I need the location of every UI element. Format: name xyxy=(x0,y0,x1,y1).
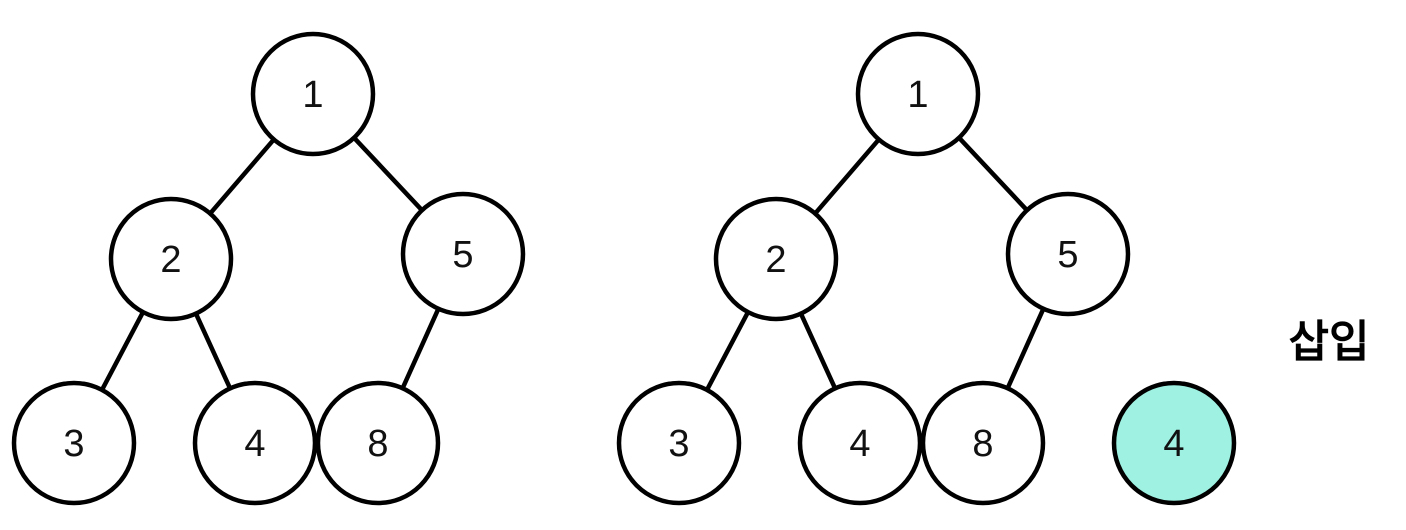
node-label: 8 xyxy=(367,423,388,465)
edges-layer xyxy=(98,134,1047,394)
tree-node[interactable]: 8 xyxy=(920,380,1046,506)
tree-node[interactable]: 2 xyxy=(108,196,234,322)
insertion-caption: 삽입 xyxy=(1289,317,1370,368)
node-circle[interactable] xyxy=(616,380,742,506)
tree-after-nodes: 1 2 5 3 4 8 4 xyxy=(616,31,1237,506)
tree-node[interactable]: 3 xyxy=(616,380,742,506)
tree-node[interactable]: 8 xyxy=(315,380,441,506)
tree-node[interactable]: 2 xyxy=(713,196,839,322)
tree-edge xyxy=(192,309,234,393)
node-label: 4 xyxy=(1163,423,1184,465)
node-label: 5 xyxy=(452,234,473,276)
node-circle[interactable] xyxy=(797,380,923,506)
node-circle[interactable] xyxy=(400,191,526,317)
tree-node[interactable]: 5 xyxy=(400,191,526,317)
node-circle[interactable] xyxy=(855,31,981,157)
node-circle[interactable] xyxy=(250,31,376,157)
node-label: 3 xyxy=(63,423,84,465)
node-label: 5 xyxy=(1057,234,1078,276)
tree-edge xyxy=(98,308,147,394)
node-label: 8 xyxy=(972,423,993,465)
node-circle-highlighted[interactable] xyxy=(1111,380,1237,506)
tree-edge xyxy=(797,309,839,393)
node-label: 2 xyxy=(160,239,181,281)
tree-node[interactable]: 1 xyxy=(250,31,376,157)
node-circle[interactable] xyxy=(108,196,234,322)
tree-after-edges xyxy=(703,134,1047,394)
tree-node[interactable]: 3 xyxy=(11,380,137,506)
tree-node[interactable]: 4 xyxy=(797,380,923,506)
tree-edge xyxy=(955,134,1031,214)
tree-edge xyxy=(350,134,426,214)
node-circle[interactable] xyxy=(920,380,1046,506)
tree-node[interactable]: 1 xyxy=(855,31,981,157)
node-label: 2 xyxy=(765,239,786,281)
tree-edge xyxy=(811,135,883,218)
node-label: 1 xyxy=(302,74,323,116)
tree-edge xyxy=(1004,304,1047,393)
caption-layer: 삽입 xyxy=(1289,317,1370,368)
node-label: 3 xyxy=(668,423,689,465)
node-circle[interactable] xyxy=(192,380,318,506)
node-circle[interactable] xyxy=(1005,191,1131,317)
node-circle[interactable] xyxy=(713,196,839,322)
node-circle[interactable] xyxy=(315,380,441,506)
node-circle[interactable] xyxy=(11,380,137,506)
node-label: 1 xyxy=(907,74,928,116)
tree-node[interactable]: 4 xyxy=(1111,380,1237,506)
tree-before-edges xyxy=(98,134,442,394)
tree-edge xyxy=(703,308,752,394)
tree-edge xyxy=(399,304,442,393)
tree-edge xyxy=(206,135,278,218)
node-label: 4 xyxy=(849,423,870,465)
tree-before-nodes: 1 2 5 3 4 8 xyxy=(11,31,526,506)
node-label: 4 xyxy=(244,423,265,465)
tree-node[interactable]: 4 xyxy=(192,380,318,506)
tree-node[interactable]: 5 xyxy=(1005,191,1131,317)
